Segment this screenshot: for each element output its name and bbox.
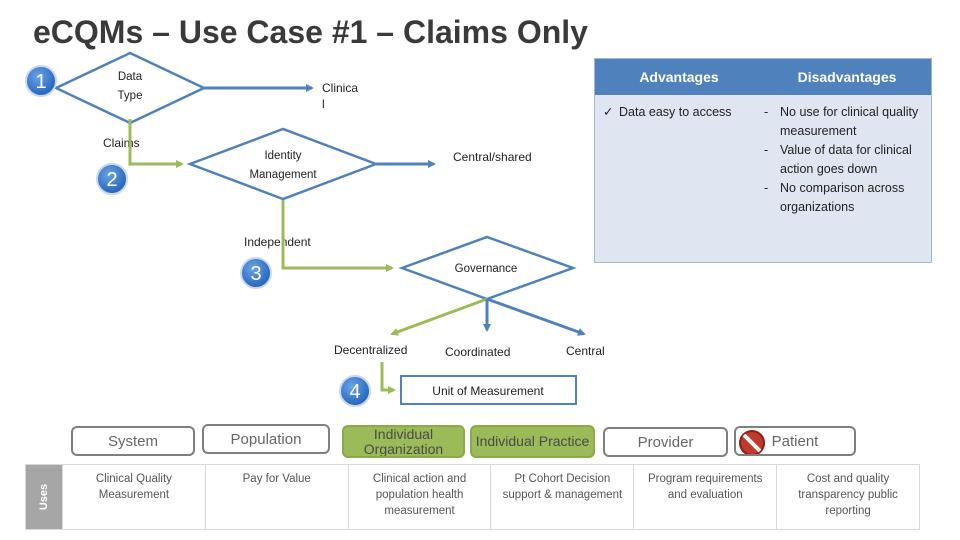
coordinated-label: Coordinated — [445, 345, 510, 359]
governance-diamond — [398, 235, 577, 301]
use-item: Cost and quality transparency public rep… — [776, 465, 919, 529]
arrow-to-decentralized — [390, 297, 488, 336]
arrow-to-central — [486, 297, 586, 336]
level-patient: Patient — [734, 426, 856, 456]
use-item: Pay for Value — [204, 465, 348, 529]
svg-text:1: 1 — [35, 71, 46, 93]
step-badge-3: 3 — [240, 257, 272, 289]
advantage-item: ✓ Data easy to access — [603, 103, 764, 122]
dash-bullet-icon: - — [764, 143, 769, 157]
use-item: Clinical action and population health me… — [347, 465, 491, 529]
central-label: Central — [566, 344, 605, 358]
level-system: System — [71, 426, 195, 456]
arrow-to-unit-of-measurement — [380, 362, 396, 394]
disadvantage-item: - Value of data for clinical action goes… — [764, 141, 925, 179]
use-item: Pt Cohort Decision support & management — [490, 465, 633, 529]
claims-label: Claims — [103, 136, 140, 150]
advantages-header: Advantages — [639, 69, 719, 85]
uses-tag: Uses — [26, 465, 62, 529]
clinical-label-line1: Clinica — [322, 81, 358, 95]
advantages-disadvantages-table: Advantages Disadvantages ✓ Data easy to … — [594, 58, 932, 263]
step-badge-4: 4 — [339, 375, 371, 407]
governance-label: Governance — [455, 263, 518, 275]
arrow-claims-path — [128, 119, 184, 168]
level-patient-label: Patient — [771, 432, 819, 450]
level-individual-organization: Individual Organization — [342, 425, 465, 458]
data-type-label-line1: Data — [118, 71, 143, 83]
svg-text:2: 2 — [106, 169, 117, 191]
svg-text:4: 4 — [349, 381, 360, 403]
dash-bullet-icon: - — [764, 181, 769, 195]
use-item: Program requirements and evaluation — [633, 465, 776, 529]
prohibited-icon — [739, 430, 765, 454]
data-type-diamond — [53, 51, 207, 125]
identity-management-label-line1: Identity — [264, 150, 301, 162]
disadvantage-item: - No comparison across organizations — [764, 179, 925, 217]
table-body: ✓ Data easy to access - No use for clini… — [595, 95, 931, 217]
decentralized-label: Decentralized — [334, 343, 407, 357]
data-type-label-line2: Type — [118, 90, 143, 102]
disadvantage-item: - No use for clinical quality measuremen… — [764, 103, 925, 141]
checkmark-icon: ✓ — [603, 105, 614, 119]
identity-management-diamond — [186, 127, 380, 201]
identity-management-label-line2: Management — [249, 169, 317, 181]
uses-row: Uses Clinical Quality Measurement Pay fo… — [25, 464, 920, 530]
level-population: Population — [202, 424, 330, 454]
step-badge-2: 2 — [96, 163, 128, 195]
dash-bullet-icon: - — [764, 105, 769, 119]
use-item: Clinical Quality Measurement — [62, 465, 205, 529]
svg-text:3: 3 — [250, 263, 261, 285]
disadvantages-header: Disadvantages — [797, 69, 897, 85]
central-shared-label: Central/shared — [453, 150, 532, 164]
level-provider: Provider — [603, 427, 728, 457]
clinical-label-line2: l — [322, 97, 325, 111]
table-header: Advantages Disadvantages — [595, 59, 931, 95]
level-individual-practice: Individual Practice — [470, 425, 595, 458]
disadvantages-column: - No use for clinical quality measuremen… — [764, 103, 925, 217]
unit-of-measurement-label: Unit of Measurement — [432, 384, 544, 398]
arrow-independent-path — [281, 200, 394, 272]
independent-label: Independent — [244, 235, 311, 249]
advantages-column: ✓ Data easy to access — [603, 103, 764, 217]
unit-of-measurement-box — [400, 375, 577, 405]
page-title: eCQMs – Use Case #1 – Claims Only — [33, 14, 588, 50]
step-badge-1: 1 — [25, 65, 57, 97]
